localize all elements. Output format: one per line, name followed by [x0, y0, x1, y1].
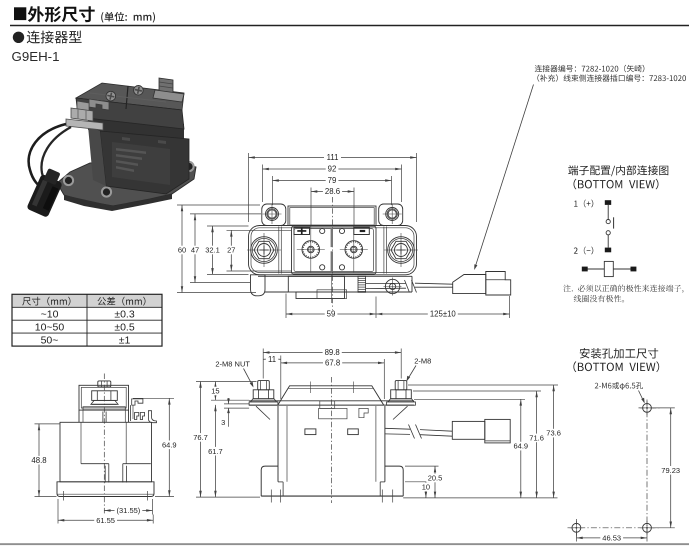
- svg-text:64.9: 64.9: [513, 442, 528, 451]
- svg-text:64.9: 64.9: [162, 440, 177, 449]
- svg-text:48.8: 48.8: [31, 456, 46, 465]
- svg-text:11: 11: [268, 355, 276, 364]
- svg-text:125±10: 125±10: [430, 310, 457, 319]
- svg-text:59: 59: [327, 310, 336, 319]
- svg-text:47: 47: [191, 246, 199, 255]
- svg-text:2-M8 NUT: 2-M8 NUT: [215, 359, 250, 368]
- svg-text:±1: ±1: [119, 334, 131, 346]
- svg-text:60: 60: [178, 246, 186, 255]
- svg-text:2-M8: 2-M8: [414, 357, 431, 366]
- svg-text:79: 79: [328, 176, 337, 185]
- svg-text:89.8: 89.8: [325, 348, 340, 357]
- svg-text:20.5: 20.5: [428, 474, 443, 483]
- svg-text:32.1: 32.1: [205, 246, 220, 255]
- svg-text:50~: 50~: [41, 334, 59, 346]
- svg-text:79.23: 79.23: [661, 466, 680, 475]
- svg-text:61.7: 61.7: [208, 447, 223, 456]
- svg-text:28.6: 28.6: [325, 187, 340, 196]
- svg-text:(31.55): (31.55): [117, 506, 141, 515]
- svg-text:±0.5: ±0.5: [114, 322, 135, 334]
- svg-text:111: 111: [327, 153, 339, 162]
- svg-text:71.6: 71.6: [529, 434, 544, 443]
- svg-text:67.8: 67.8: [325, 359, 340, 368]
- svg-text:46.53: 46.53: [602, 534, 621, 543]
- svg-text:3: 3: [221, 418, 225, 427]
- svg-text:~10: ~10: [41, 309, 59, 321]
- svg-text:27: 27: [227, 246, 235, 255]
- svg-text:92: 92: [328, 165, 337, 174]
- svg-text:10~50: 10~50: [35, 322, 65, 334]
- svg-text:±0.3: ±0.3: [114, 309, 135, 321]
- svg-text:10: 10: [422, 483, 430, 492]
- svg-text:76.7: 76.7: [193, 433, 208, 442]
- svg-text:61.55: 61.55: [96, 516, 115, 525]
- svg-text:73.6: 73.6: [546, 429, 561, 438]
- svg-text:G9EH-1: G9EH-1: [12, 50, 60, 64]
- svg-text:15: 15: [211, 387, 219, 396]
